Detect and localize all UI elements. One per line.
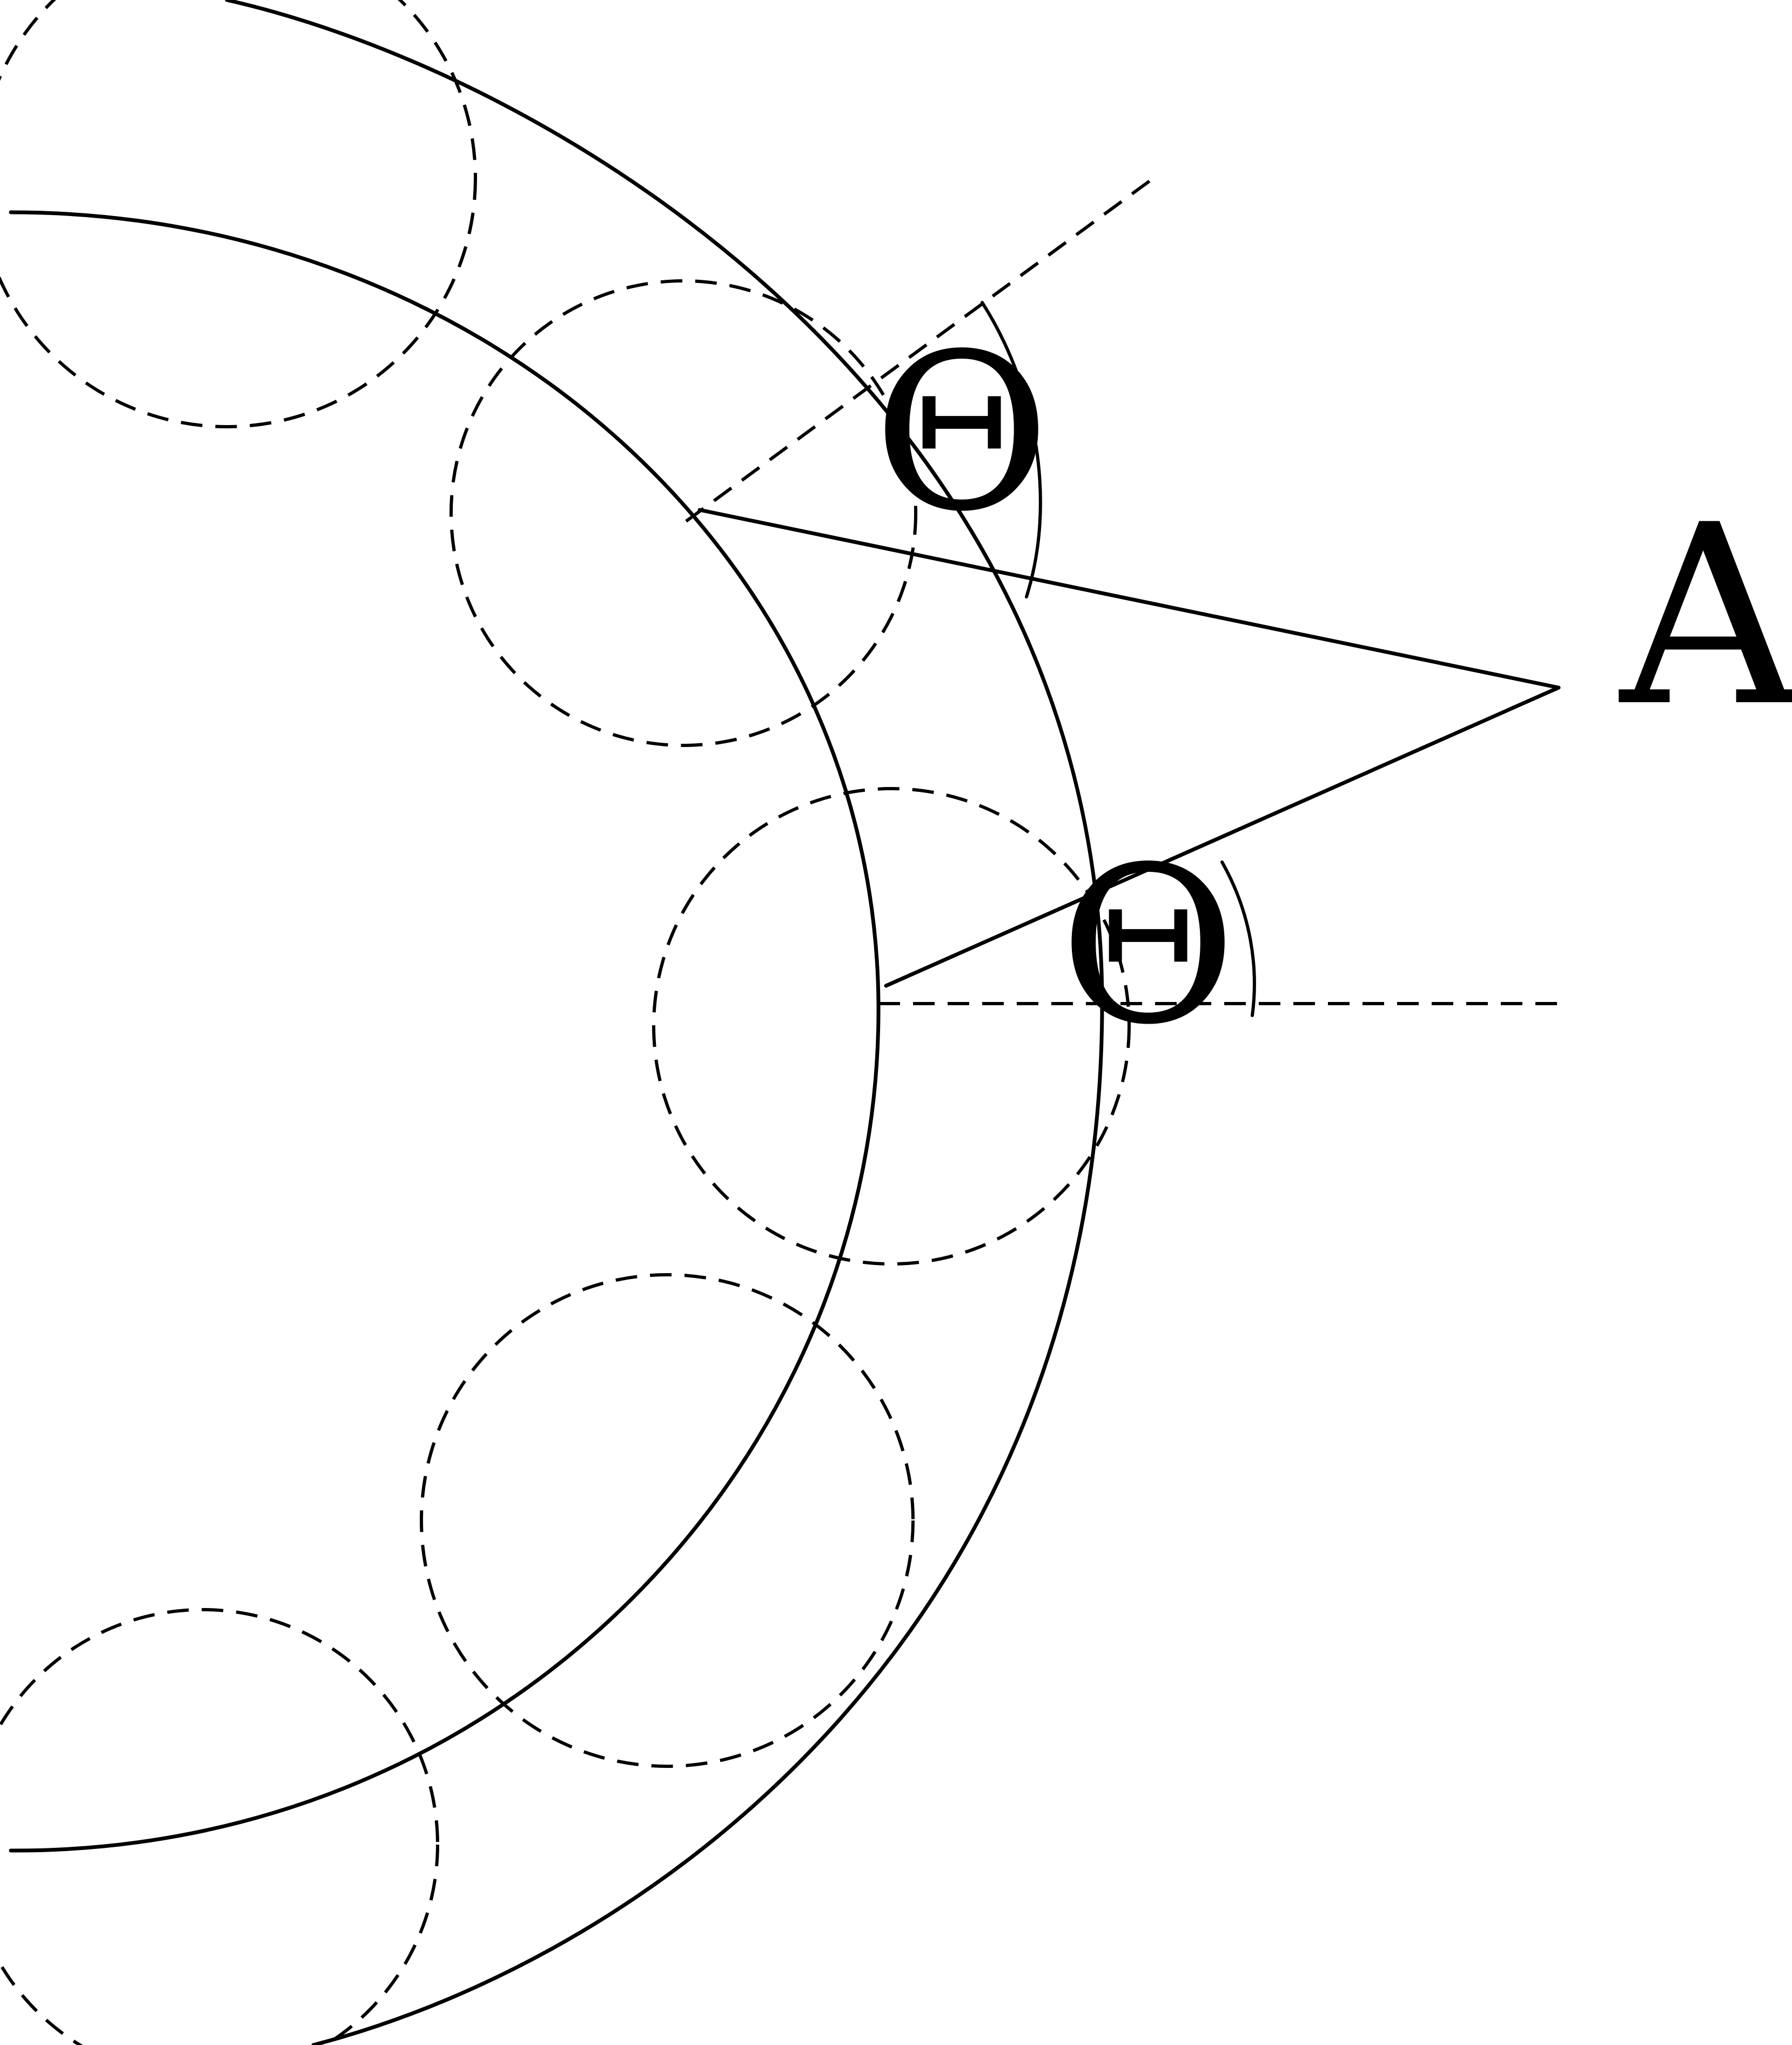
scatter-circle-upper <box>449 279 917 747</box>
outer-boundary-arc <box>225 0 1104 2045</box>
point-a-label: A <box>1616 472 1792 761</box>
scatter-circle-top <box>0 0 477 428</box>
upper-angle-arc <box>981 301 1042 598</box>
inner-boundary-arc <box>9 210 881 1853</box>
scatter-circle-lower <box>420 1273 915 1768</box>
angle-label-lower: Θ <box>1059 821 1237 1072</box>
upper-normal-dashed-line <box>685 179 1151 523</box>
lower-ray-line <box>884 685 1561 988</box>
scatter-circle-bottom <box>0 1608 439 2045</box>
upper-ray-line <box>697 508 1561 690</box>
scatter-circles <box>0 0 1131 2045</box>
angle-label-upper: Θ <box>873 308 1050 559</box>
scatter-circle-middle <box>652 787 1131 1266</box>
lower-angle-arc <box>1220 860 1256 1017</box>
